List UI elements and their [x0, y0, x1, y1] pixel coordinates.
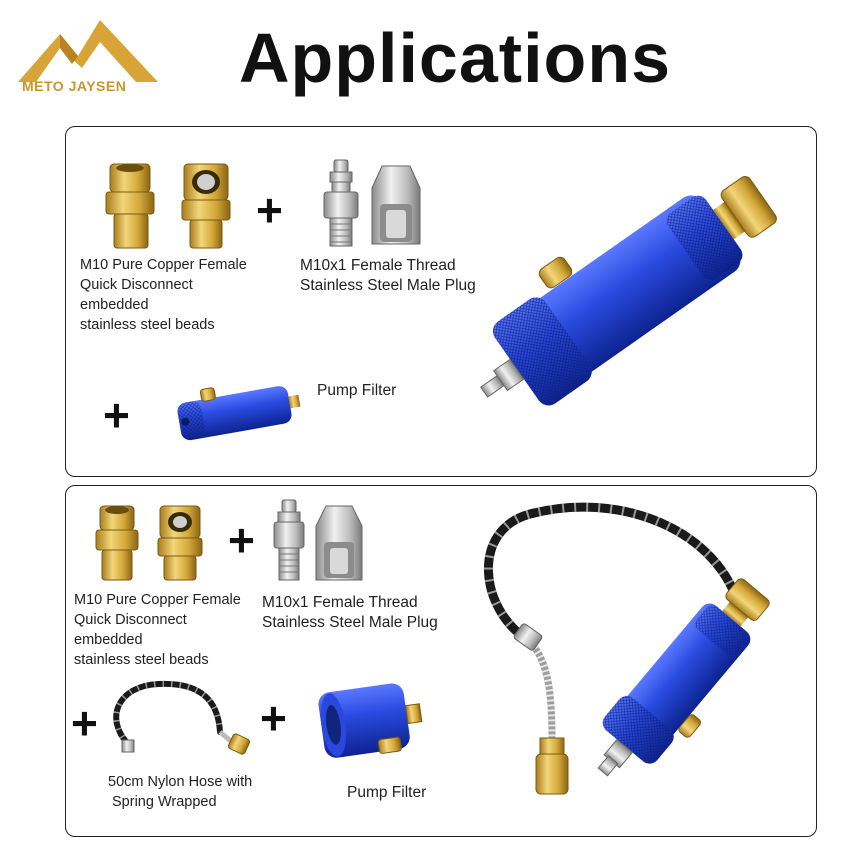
small-pump-filter-icon — [177, 386, 301, 441]
label-line: 50cm Nylon Hose with — [108, 774, 253, 790]
plus-sign: + — [256, 184, 283, 236]
label-line: Spring Wrapped — [112, 794, 217, 810]
label-line: Quick Disconnect — [74, 612, 187, 628]
nylon-hose-label: 50cm Nylon Hose with Spring Wrapped — [108, 772, 252, 812]
label-line: Stainless Steel Male Plug — [262, 614, 438, 631]
steel-male-plug-icon — [273, 499, 363, 581]
pump-filter-label: Pump Filter — [347, 784, 427, 801]
pump-filter-label: Pump Filter — [317, 382, 397, 399]
label-line: embedded — [80, 297, 149, 313]
nylon-hose-icon — [113, 680, 251, 755]
hose-filter-assembly-icon — [483, 502, 770, 795]
small-pump-filter-icon — [318, 683, 423, 758]
copper-disconnect-label: M10 Pure Copper Female Quick Disconnect … — [80, 255, 247, 335]
plus-sign: + — [103, 389, 130, 441]
plus-sign: + — [260, 692, 287, 744]
label-line: M10 Pure Copper Female — [74, 592, 241, 608]
label-line: Stainless Steel Male Plug — [300, 277, 476, 294]
plus-sign: + — [228, 514, 255, 566]
label-line: Quick Disconnect — [80, 277, 193, 293]
male-plug-label: M10x1 Female Thread Stainless Steel Male… — [262, 593, 438, 633]
brand-logo-icon — [18, 20, 158, 82]
label-line: stainless steel beads — [80, 317, 215, 333]
copper-quick-disconnect-icon — [105, 163, 231, 249]
label-line: M10x1 Female Thread — [262, 594, 418, 611]
label-line: embedded — [74, 632, 143, 648]
brand-name: METO JAYSEN — [22, 78, 127, 94]
label-line: stainless steel beads — [74, 652, 209, 668]
copper-disconnect-label: M10 Pure Copper Female Quick Disconnect … — [74, 590, 241, 670]
page-title: Applications — [238, 19, 672, 97]
plus-sign: + — [71, 697, 98, 749]
male-plug-label: M10x1 Female Thread Stainless Steel Male… — [300, 256, 476, 296]
label-line: M10 Pure Copper Female — [80, 257, 247, 273]
label-line: M10x1 Female Thread — [300, 257, 456, 274]
copper-quick-disconnect-icon — [95, 505, 203, 581]
steel-male-plug-icon — [323, 159, 421, 247]
pump-filter-assembly-icon — [480, 176, 777, 406]
